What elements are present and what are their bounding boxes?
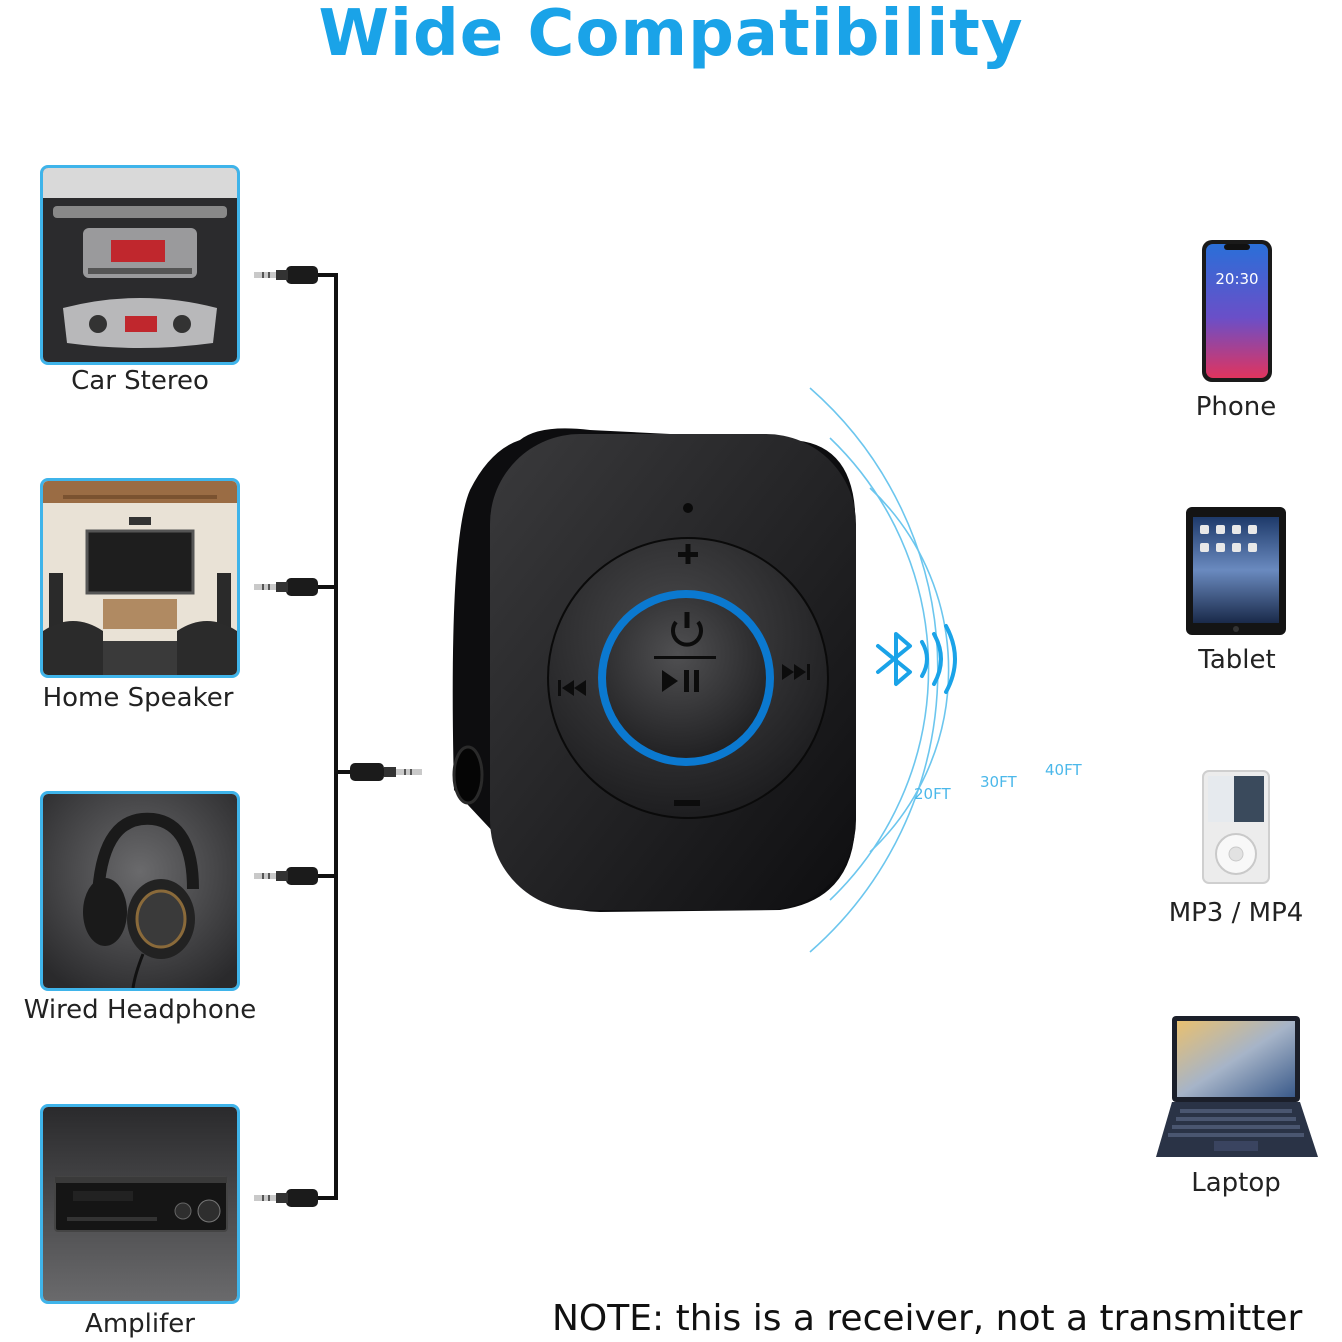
volume-down-icon[interactable] — [674, 800, 700, 806]
headphone-icon — [43, 794, 237, 988]
mp3-player-icon — [1202, 770, 1270, 884]
previous-track-icon[interactable] — [558, 680, 586, 696]
receiver-illustration: 20FT 30FT 40FT — [452, 387, 1082, 953]
home-speaker-card — [40, 478, 240, 678]
range-40ft-label: 40FT — [1045, 761, 1082, 779]
mic-dot — [683, 503, 693, 513]
bluetooth-icon — [876, 624, 957, 694]
aux-plug-icon — [254, 578, 318, 596]
laptop-label: Laptop — [1191, 1168, 1281, 1198]
amplifier-icon — [43, 1107, 237, 1301]
car-stereo-label: Car Stereo — [71, 366, 209, 396]
range-30ft-label: 30FT — [980, 773, 1017, 791]
receiver-note: NOTE: this is a receiver, not a transmit… — [552, 1298, 1303, 1339]
aux-plug-icon — [254, 867, 318, 885]
aux-port — [452, 745, 484, 805]
home-speaker-label: Home Speaker — [42, 683, 234, 713]
tablet-label: Tablet — [1198, 645, 1276, 675]
aux-plug-icon — [254, 266, 318, 284]
amplifier-card — [40, 1104, 240, 1304]
volume-up-icon[interactable] — [678, 544, 698, 564]
car-stereo-icon — [43, 168, 237, 362]
phone-label: Phone — [1195, 392, 1277, 422]
page-title: Wide Compatibility — [318, 0, 1024, 71]
next-track-icon[interactable] — [782, 664, 810, 680]
laptop-icon — [1156, 1016, 1318, 1157]
amplifier-label: Amplifer — [85, 1309, 195, 1339]
power-icon — [654, 612, 716, 659]
aux-plug-icon — [350, 763, 422, 781]
play-pause-icon — [662, 670, 699, 692]
aux-plug-icon — [254, 1189, 318, 1207]
headphone-label: Wired Headphone — [23, 995, 257, 1025]
cable-diagram — [254, 266, 422, 1207]
mp3-label: MP3 / MP4 — [1168, 898, 1304, 928]
phone-clock-text: 20:30 — [1215, 270, 1258, 288]
home-speaker-icon — [43, 481, 237, 675]
headphone-card — [40, 791, 240, 991]
range-20ft-label: 20FT — [914, 785, 951, 803]
tablet-icon — [1186, 507, 1286, 635]
car-stereo-card — [40, 165, 240, 365]
phone-icon: 20:30 — [1202, 240, 1272, 382]
